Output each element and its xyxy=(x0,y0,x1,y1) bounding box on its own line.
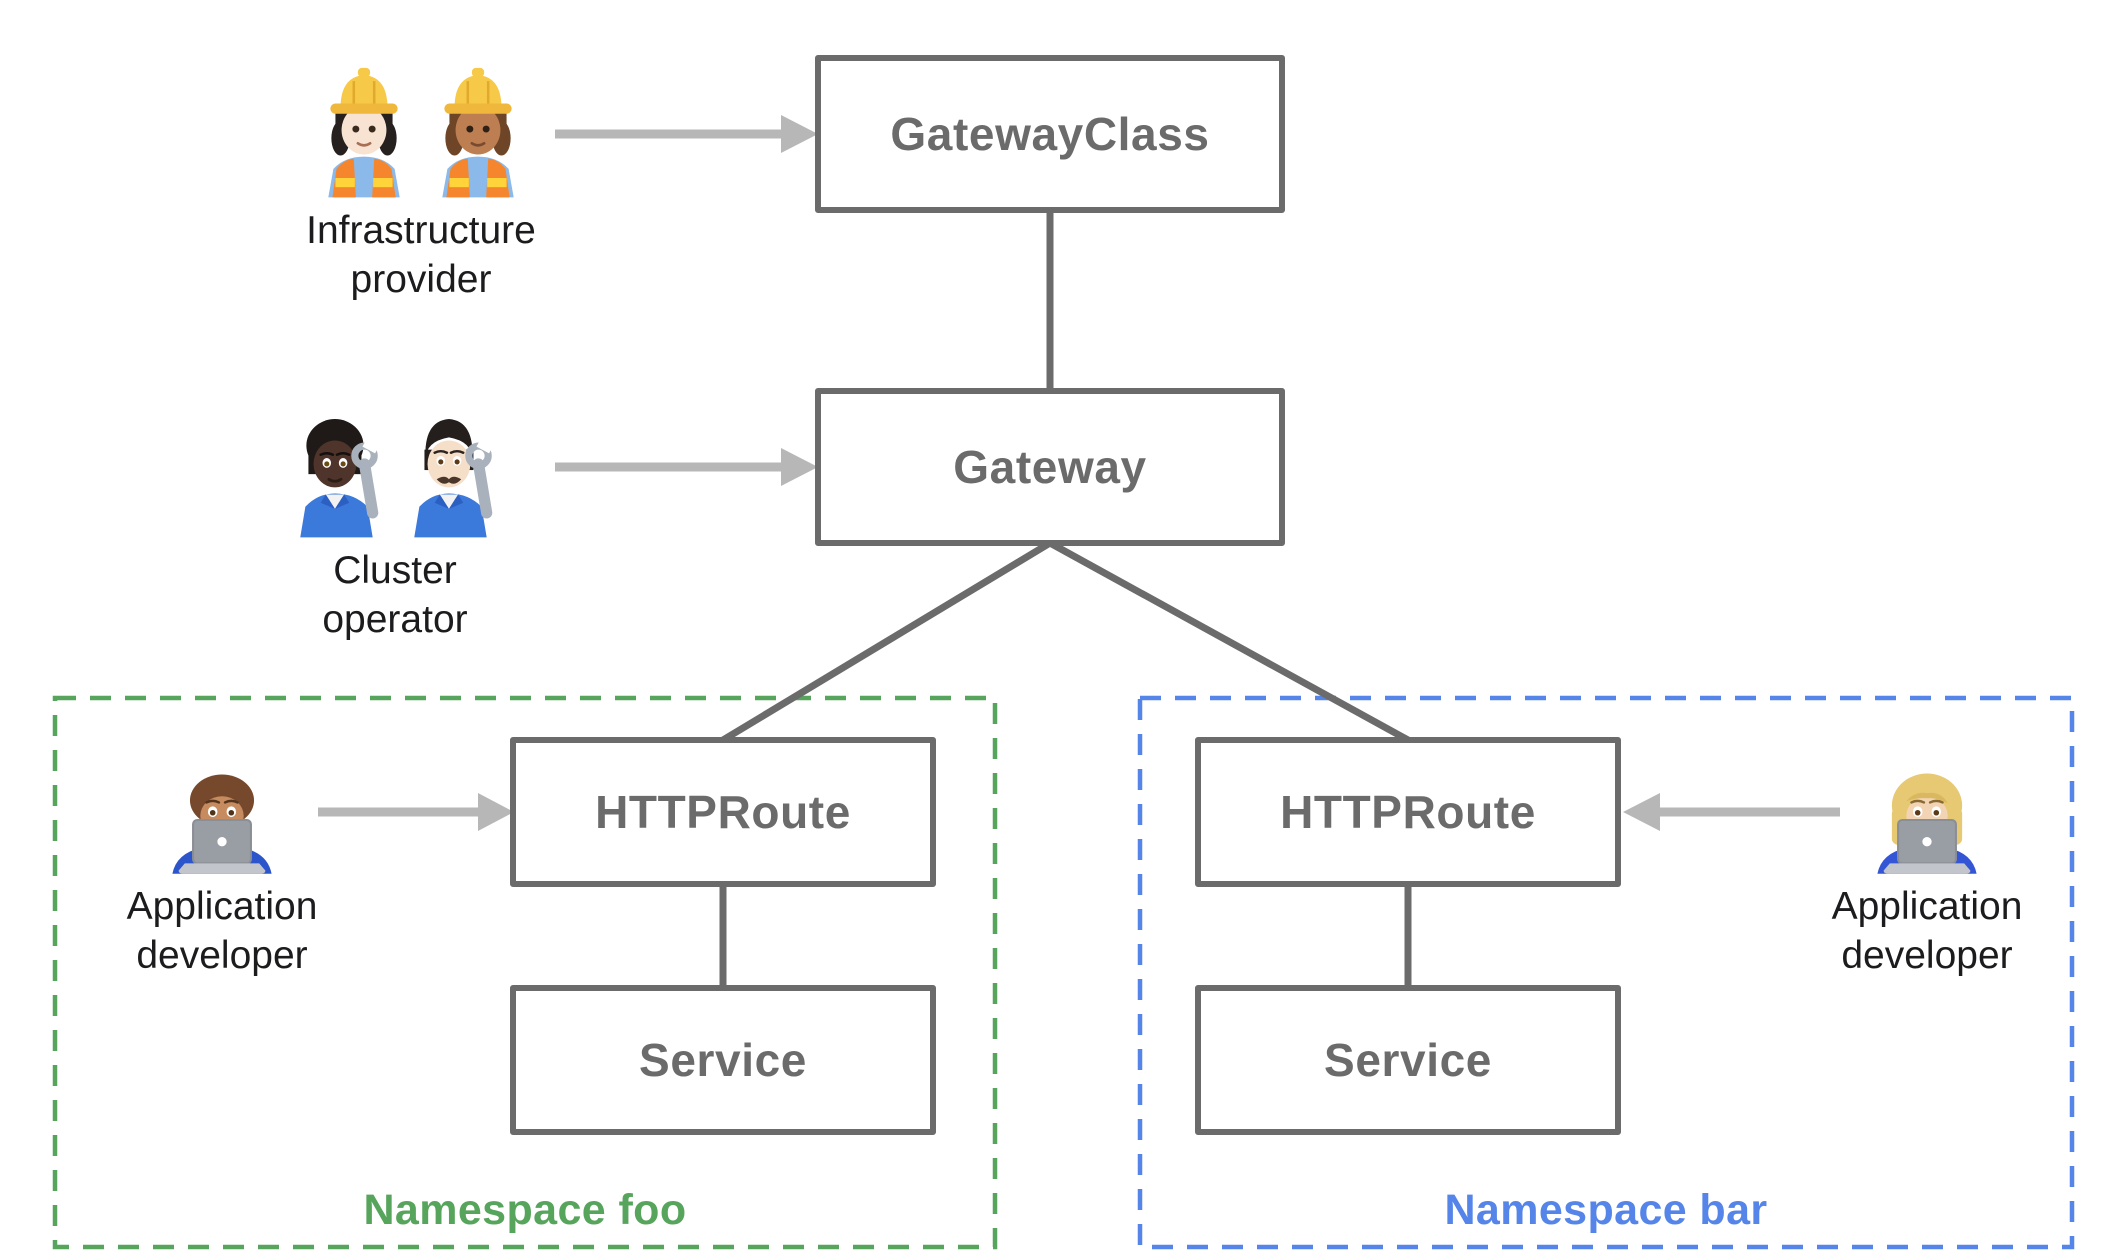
application-developer-foo-icons xyxy=(160,766,284,874)
namespace-bar-border xyxy=(1137,695,2075,1250)
arrow-cluster-operator-to-gateway xyxy=(555,448,818,486)
node-httproute-foo: HTTPRoute xyxy=(510,737,936,887)
node-httproute-foo-label: HTTPRoute xyxy=(595,786,851,838)
woman-technologist-icon xyxy=(1877,773,1977,874)
cluster-operator-label-line2: operator xyxy=(322,598,468,641)
node-service-foo-label: Service xyxy=(639,1034,807,1086)
actor-application-developer-foo: Application developer xyxy=(72,766,372,980)
node-service-bar-label: Service xyxy=(1324,1034,1492,1086)
application-developer-foo-label-line1: Application xyxy=(126,885,318,928)
edge-gateway-httproute-bar xyxy=(1048,539,1410,744)
node-httproute-bar-label: HTTPRoute xyxy=(1280,786,1536,838)
woman-construction-worker-medium-skin-icon xyxy=(442,67,514,198)
arrow-infrastructure-provider-to-gatewayclass xyxy=(555,115,818,153)
cluster-operator-label: Cluster operator xyxy=(322,546,467,644)
man-mechanic-light-skin-icon xyxy=(414,419,495,538)
infrastructure-provider-icons xyxy=(313,56,529,198)
namespace-bar-label: Namespace bar xyxy=(1444,1186,1768,1234)
application-developer-bar-label-line1: Application xyxy=(1831,885,2023,928)
cluster-operator-label-line1: Cluster xyxy=(333,549,457,592)
node-service-bar: Service xyxy=(1195,985,1621,1135)
node-gatewayclass-label: GatewayClass xyxy=(890,108,1210,160)
actor-cluster-operator: Cluster operator xyxy=(215,396,575,644)
infrastructure-provider-label: Infrastructure provider xyxy=(306,206,536,304)
application-developer-bar-label-line2: developer xyxy=(1841,934,2013,977)
woman-construction-worker-light-skin-icon xyxy=(328,67,400,198)
node-gateway-label: Gateway xyxy=(953,441,1147,493)
application-developer-bar-icons xyxy=(1865,766,1989,874)
application-developer-foo-label: Application developer xyxy=(127,882,318,980)
cluster-operator-icons xyxy=(287,396,503,538)
node-httproute-bar: HTTPRoute xyxy=(1195,737,1621,887)
node-service-foo: Service xyxy=(510,985,936,1135)
node-gatewayclass: GatewayClass xyxy=(815,55,1285,213)
infrastructure-provider-label-line1: Infrastructure xyxy=(306,209,536,252)
edge-gateway-httproute-foo xyxy=(721,540,1052,743)
application-developer-bar-label: Application developer xyxy=(1832,882,2023,980)
actor-application-developer-bar: Application developer xyxy=(1777,766,2077,980)
namespace-foo-label: Namespace foo xyxy=(363,1186,687,1234)
actor-infrastructure-provider: Infrastructure provider xyxy=(241,56,601,304)
namespace-foo-border xyxy=(52,695,998,1250)
mechanic-dark-skin-icon xyxy=(300,419,381,538)
man-technologist-icon xyxy=(172,774,272,874)
arrow-application-developer-to-httproute-foo xyxy=(318,793,514,831)
application-developer-foo-label-line2: developer xyxy=(136,934,308,977)
node-gateway: Gateway xyxy=(815,388,1285,546)
infrastructure-provider-label-line2: provider xyxy=(350,258,492,301)
arrow-application-developer-to-httproute-bar xyxy=(1623,793,1840,831)
